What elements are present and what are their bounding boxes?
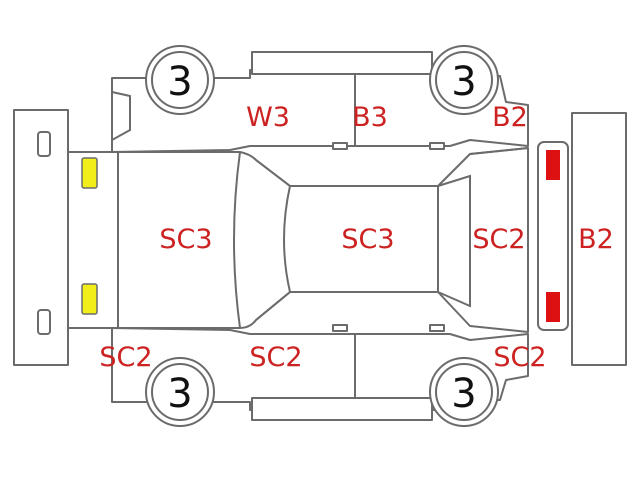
- front-bumper-slot-top: [37, 131, 51, 157]
- tire-front-left: 3: [145, 45, 215, 115]
- a-pillar-top: [255, 159, 291, 187]
- tire-front-left-label: 3: [167, 59, 192, 105]
- windshield-curve: [233, 151, 241, 329]
- rear-window: [437, 174, 471, 308]
- code-hood: SC3: [159, 224, 212, 255]
- front-lamp-bottom: [81, 283, 98, 315]
- top-side-window: [251, 51, 433, 75]
- tire-front-right-label: 3: [167, 371, 192, 417]
- code-trunk: SC2: [472, 224, 525, 255]
- code-rear-door-top: B3: [352, 102, 388, 133]
- tire-front-right: 3: [145, 357, 215, 427]
- code-rear-quarter-top: B2: [492, 102, 528, 133]
- rear-bumper: [571, 112, 627, 366]
- rear-lamp-top: [546, 150, 560, 180]
- front-bumper-slot-bottom: [37, 309, 51, 335]
- bottom-side-window: [251, 397, 433, 421]
- tire-rear-left-label: 3: [451, 59, 476, 105]
- tire-rear-right-label: 3: [451, 371, 476, 417]
- bottom-front-door-handle: [332, 324, 348, 332]
- a-pillar-bottom: [255, 291, 291, 321]
- top-front-door-handle: [332, 142, 348, 150]
- top-rear-door-handle: [429, 142, 445, 150]
- front-bumper: [13, 109, 69, 366]
- bottom-rear-door-handle: [429, 324, 445, 332]
- code-front-door-top: W3: [246, 102, 290, 133]
- trunk-top-edge: [469, 147, 529, 155]
- rear-lamp-bottom: [546, 292, 560, 322]
- code-rear-quarter-bottom: SC2: [493, 342, 546, 373]
- code-roof: SC3: [341, 224, 394, 255]
- code-front-fender-bottom: SC2: [99, 342, 152, 373]
- tire-rear-left: 3: [429, 45, 499, 115]
- front-fender-top-edge: [111, 91, 131, 141]
- roof-panel: [283, 185, 439, 293]
- rear-lamp-housing: [537, 141, 569, 331]
- code-front-door-bottom: SC2: [249, 342, 302, 373]
- tire-rear-right: 3: [429, 357, 499, 427]
- bottom-side-body: [111, 327, 529, 411]
- code-rear-bumper: B2: [578, 224, 614, 255]
- front-lamp-top: [81, 157, 98, 189]
